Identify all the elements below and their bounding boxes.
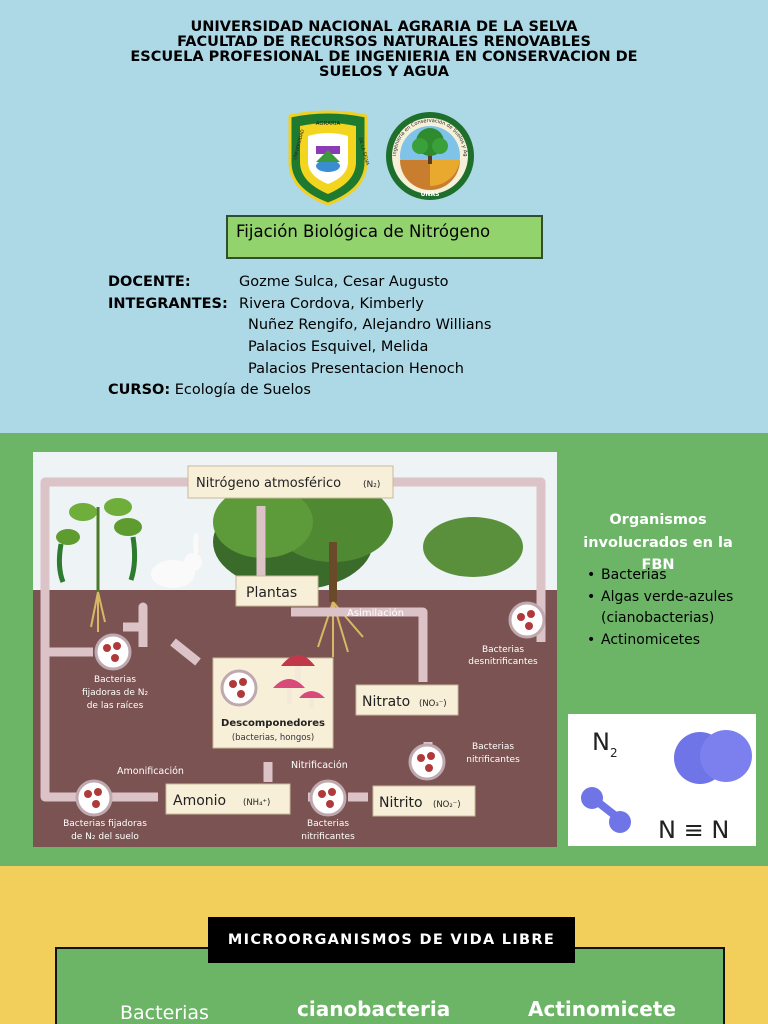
rabbit-illustration <box>151 533 204 588</box>
micro-slide: MICROORGANISMOS DE VIDA LIBRE Bacterias … <box>0 866 768 1024</box>
bacteria-icon <box>94 633 132 671</box>
triple-bond-formula: N ≡ N <box>658 816 729 844</box>
credits: DOCENTE: Gozme Sulca, Cesar Augusto INTEG… <box>108 272 491 402</box>
organisms-list: Bacterias Algas verde-azules (cianobacte… <box>586 565 756 651</box>
bact-nitrif-label: nitrificantes <box>301 832 355 842</box>
bact-desnit-label: desnitrificantes <box>468 657 538 667</box>
n2-label: Nitrógeno atmosférico <box>196 476 341 491</box>
university-header: UNIVERSIDAD NACIONAL AGRARIA DE LA SELVA… <box>0 20 768 80</box>
n2-formula: (N₂) <box>363 480 380 490</box>
nitrato-formula: (NO₃⁻) <box>419 699 447 709</box>
amonio-formula: (NH₄⁺) <box>243 798 270 808</box>
n2-spacefill-icon <box>674 730 752 784</box>
integrante: Palacios Presentacion Henoch <box>248 360 464 377</box>
column-heading: Bacterias <box>120 1002 209 1024</box>
organism-item: Actinomicetes <box>586 630 756 652</box>
mushroom-icon <box>273 655 325 708</box>
bact-raices-label: Bacterias <box>94 675 136 685</box>
molecule-subscript: 2 <box>610 746 618 760</box>
university-line: SUELOS Y AGUA <box>319 64 449 80</box>
bact-raices-label: de las raíces <box>87 701 144 711</box>
nitrito-box <box>372 785 476 817</box>
bacteria-icon <box>408 743 446 781</box>
bact-nitrif-label: Bacterias <box>472 742 514 752</box>
integrante: Nuñez Rengifo, Alejandro Willians <box>248 317 492 334</box>
nitrogen-cycle-diagram: Nitrógeno atmosférico (N₂) Plantas Asimi… <box>33 452 557 847</box>
integrantes-label: INTEGRANTES: <box>108 295 228 312</box>
descomponedores-sub: (bacterias, hongos) <box>232 733 314 743</box>
integrante: Rivera Cordova, Kimberly <box>239 295 424 312</box>
bact-raices-label: fijadoras de N₂ <box>82 688 149 698</box>
roots <box>90 591 106 632</box>
bact-nitrif-label: Bacterias <box>307 819 349 829</box>
logos: AGRARIA UNIVERSIDAD DE LA SELVA Ingenier… <box>286 108 478 208</box>
bacteria-icon <box>220 669 258 707</box>
n2-ball-stick-icon <box>581 787 631 833</box>
conservation-seal-logo: Ingeniería en Conservación de Suelos y A… <box>384 108 474 200</box>
organism-item: Algas verde-azules (cianobacterias) <box>586 587 756 630</box>
curso-label: CURSO: <box>108 382 171 399</box>
university-line: UNIVERSIDAD NACIONAL AGRARIA DE LA SELVA <box>190 19 578 35</box>
university-line: ESCUELA PROFESIONAL DE INGENIERIA EN CON… <box>130 49 638 65</box>
title-slide: UNIVERSIDAD NACIONAL AGRARIA DE LA SELVA… <box>0 0 768 433</box>
bact-nitrif-label: nitrificantes <box>466 755 520 765</box>
curso-value: Ecología de Suelos <box>174 382 311 399</box>
amonificacion-label: Amonificación <box>117 766 184 777</box>
bacteria-icon <box>508 601 546 639</box>
plantas-label: Plantas <box>246 585 297 601</box>
unas-shield-logo: AGRARIA UNIVERSIDAD DE LA SELVA <box>288 110 370 206</box>
logo-text: UNAS <box>421 191 440 198</box>
nitrito-label: Nitrito <box>379 795 423 811</box>
university-line: FACULTAD DE RECURSOS NATURALES RENOVABLE… <box>177 34 591 50</box>
nitrificacion-label: Nitrificación <box>291 760 348 771</box>
nitrito-formula: (NO₂⁻) <box>433 800 461 810</box>
amonio-box <box>165 783 291 815</box>
bact-suelo-label: Bacterias fijadoras <box>63 819 147 829</box>
column-heading: cianobacteria <box>297 997 451 1021</box>
nitrato-label: Nitrato <box>362 694 410 710</box>
logo-text: AGRARIA <box>316 121 341 127</box>
cycle-arrows <box>40 477 546 802</box>
asimilacion-label: Asimilación <box>347 607 404 619</box>
integrante: Palacios Esquivel, Melida <box>248 339 429 356</box>
organism-item: Bacterias <box>586 565 756 587</box>
bacteria-icon <box>309 779 347 817</box>
bact-desnit-label: Bacterias <box>482 645 524 655</box>
bact-suelo-label: de N₂ del suelo <box>71 832 139 842</box>
n2-box <box>187 465 394 499</box>
column-heading: Actinomicete <box>528 997 676 1021</box>
docente-value: Gozme Sulca, Cesar Augusto <box>239 274 449 290</box>
fbn-slide: Nitrógeno atmosférico (N₂) Plantas Asimi… <box>0 433 768 866</box>
roots <box>317 601 364 657</box>
bean-plant-illustration <box>56 498 142 602</box>
micro-title: MICROORGANISMOS DE VIDA LIBRE <box>208 917 575 963</box>
presentation-title: Fijación Biológica de Nitrógeno <box>226 215 543 259</box>
docente-label: DOCENTE: <box>108 274 191 290</box>
molecule-label: N <box>592 728 610 756</box>
amonio-label: Amonio <box>173 793 226 809</box>
plantas-box <box>235 575 319 607</box>
descomponedores-label: Descomponedores <box>221 718 325 729</box>
bacteria-icon <box>75 779 113 817</box>
nitrato-box <box>355 684 459 716</box>
n2-molecule-figure: N 2 N ≡ N <box>568 714 756 846</box>
